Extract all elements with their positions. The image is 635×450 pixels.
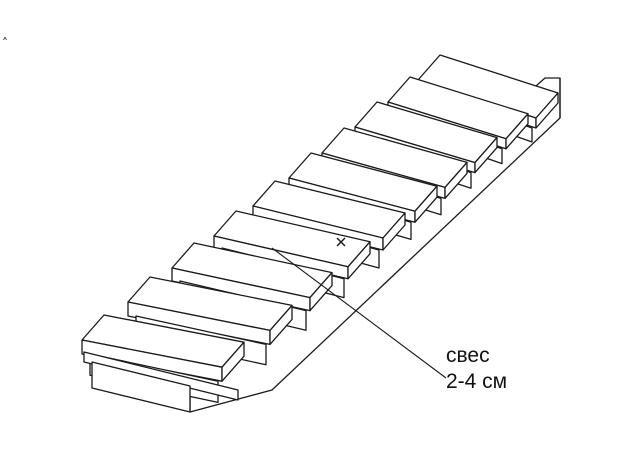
- step-end: [221, 341, 245, 382]
- corner-mark: ˄: [2, 36, 8, 50]
- step-end: [414, 185, 438, 223]
- callout-leader-line: [271, 247, 447, 379]
- step-end: [269, 304, 293, 346]
- step-end: [444, 161, 468, 200]
- overhang-label: свес: [446, 344, 490, 367]
- step-end: [309, 271, 333, 312]
- step-end: [535, 92, 559, 129]
- overhang-size-label: 2-4 см: [446, 370, 508, 393]
- overhang-marker-b: [336, 237, 346, 247]
- step-end: [382, 212, 406, 251]
- step-end: [347, 241, 371, 280]
- base-block-front: [83, 351, 239, 401]
- base-block-lower: [91, 361, 191, 413]
- step-end: [505, 113, 529, 150]
- step-end: [474, 136, 498, 174]
